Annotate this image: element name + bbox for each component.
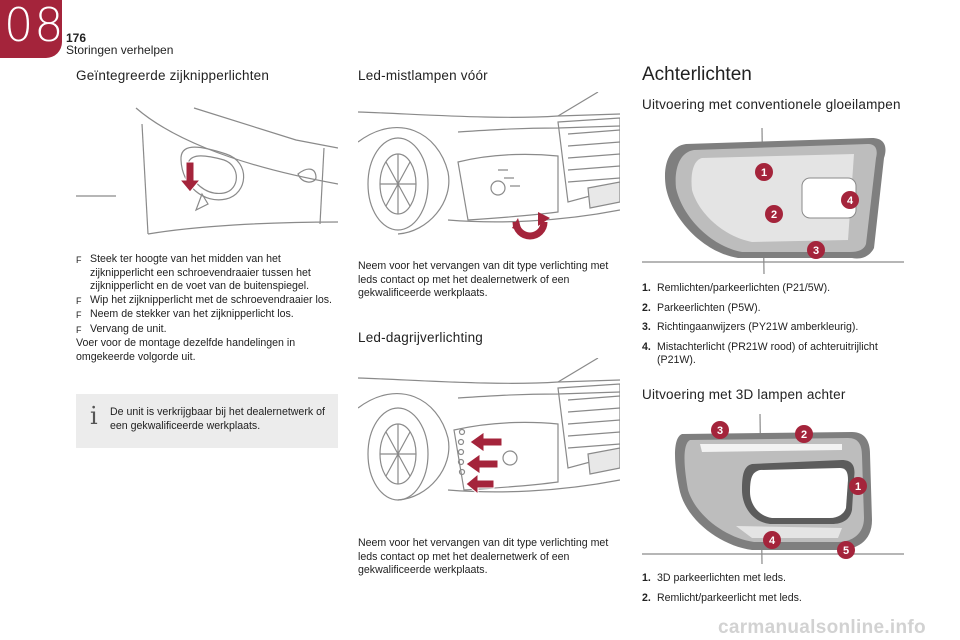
bullet-item: F Vervang de unit. [76,323,338,338]
chapter-tab: 08 [0,0,65,58]
threeD-rear-light-illustration: 3 2 1 4 5 [642,414,904,564]
fog-lamp-title: Led-mistlampen vóór [358,68,488,83]
conventional-title: Uitvoering met conventionele gloeilampen [642,97,901,112]
svg-text:5: 5 [843,545,849,557]
callout-label: 3 2 1 4 5 [711,421,867,559]
bullet-icon: F [76,324,82,335]
conventional-bulb-list: 1. Remlichten/parkeerlichten (P21/5W). 2… [642,282,904,374]
watermark: carmanualsonline.info [718,617,926,638]
drl-illustration [358,358,620,501]
callout-label: 1 2 3 4 [755,163,859,259]
front-fog-illustration [358,92,620,240]
drl-section: Led-dagrijverlichting [358,330,620,345]
info-text: De unit is verkrijgbaar bij het dealerne… [110,406,325,432]
threeD-list: 1. 3D parkeerlichten met leds. 2. Remlic… [642,572,904,611]
fog-text: Neem voor het vervangen van dit type ver… [358,260,609,299]
arrow-left-icon [465,431,503,496]
left-column: Geïntegreerde zijknipperlichten [76,68,338,83]
drl-title: Led-dagrijverlichting [358,330,484,345]
svg-text:2: 2 [771,209,777,221]
bullet-item: F Neem de stekker van het zijknipperlich… [76,308,338,323]
fog-section: Led-mistlampen vóór [358,68,620,83]
threeD-section: Uitvoering met 3D lampen achter [642,387,912,402]
drl-text: Neem voor het vervangen van dit type ver… [358,537,609,576]
side-mirror-illustration [76,107,338,235]
section-title: Storingen verhelpen [66,43,174,57]
list-item: 2. Parkeerlichten (P5W). [642,301,761,314]
bullet-item: F Wip het zijknipperlicht met de schroev… [76,294,338,309]
rear-lights-section: Achterlichten Uitvoering met conventione… [642,64,912,113]
list-item: 1. 3D parkeerlichten met leds. [642,572,786,584]
svg-text:4: 4 [769,535,776,547]
svg-text:1: 1 [761,167,767,179]
svg-text:4: 4 [847,195,854,207]
reassembly-text: Voer voor de montage dezelfde handelinge… [76,337,296,363]
rear-lights-title: Achterlichten [642,64,752,85]
svg-text:3: 3 [717,425,723,437]
svg-text:2: 2 [801,429,807,441]
side-indicator-title: Geïntegreerde zijknipperlichten [76,68,270,83]
bullet-icon: F [76,310,82,320]
svg-text:1: 1 [855,481,861,493]
info-box: i De unit is verkrijgbaar bij het dealer… [76,394,338,448]
arrow-down-icon [178,161,202,193]
list-item: 4. Mistachterlicht (PR21W rood) of achte… [642,340,878,367]
page-number: 176 [66,31,87,45]
conventional-rear-light-illustration: 1 2 3 4 [642,128,904,274]
svg-text:3: 3 [813,245,819,257]
left-instructions: F Steek ter hoogte van het midden van he… [76,253,338,364]
list-item: 2. Remlicht/parkeerlicht met leds. [642,591,802,604]
threeD-title: Uitvoering met 3D lampen achter [642,387,846,402]
info-icon: i [90,402,98,430]
list-item: 1. Remlichten/parkeerlichten (P21/5W). [642,282,831,294]
list-item: 3. Richtingaanwijzers (PY21W amberkleuri… [642,321,859,333]
chapter-number: 08 [4,0,65,52]
bullet-item: F Steek ter hoogte van het midden van he… [76,253,311,292]
bullet-icon: F [76,255,82,265]
bullet-icon: F [76,295,82,306]
